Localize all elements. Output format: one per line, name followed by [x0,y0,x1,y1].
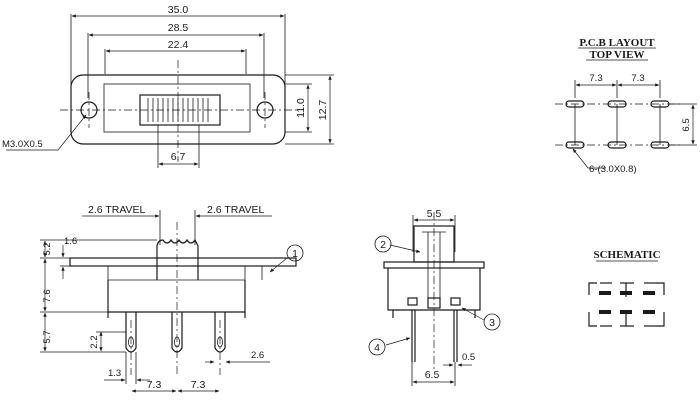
callout-2 [374,235,392,253]
dim-overall-width: 12.7 [317,100,329,121]
top-view: 35.0 28.5 22.4 11.0 12.7 6.7 [2,4,334,168]
dim-slot-length: 22.4 [168,39,189,51]
dim-side-pitch-left: 7.3 [147,379,162,391]
pcb-pad [607,100,627,108]
schematic-contact [599,310,611,314]
schematic: SCHEMATIC [588,249,665,327]
side-body [107,280,246,313]
schematic-contact [599,291,611,295]
label-travel-left: 2.6 TRAVEL [88,204,146,216]
dim-side-plate-thickness: 1.6 [64,236,77,247]
dim-side-body-height: 7.6 [42,289,53,302]
end-contact-right [450,297,461,306]
label-mount-thread: M3.0X0.5 [2,139,43,150]
dim-side-pitch-right: 7.3 [191,379,206,391]
dim-overall-length: 35.0 [168,4,189,16]
callout-4 [368,338,386,356]
pcb-pad [607,141,627,149]
dim-body-width: 11.0 [295,98,307,118]
end-view: 5.5 2 3 4 6.5 [368,208,501,386]
end-contact-left [407,297,418,306]
side-knob [156,238,199,280]
pcb-layout: P.C.B LAYOUT TOP VIEW 7.3 7.3 6.5 6-(3.0… [555,37,697,175]
callout-3 [483,313,501,331]
pcb-pad [565,100,585,108]
pcb-layout-subtitle: TOP VIEW [590,49,645,61]
pcb-pad-note: 6-(3.0X0.8) [589,164,637,175]
schematic-title: SCHEMATIC [593,249,660,261]
dim-side-pin-width: 1.3 [108,368,121,379]
dim-pcb-pitch-left: 7.3 [589,73,602,84]
dim-side-pin-length: 5.7 [42,330,53,343]
dim-end-pin-spacing: 6.5 [425,369,440,381]
pcb-layout-title: P.C.B LAYOUT [579,37,655,49]
dim-knob-width: 6.7 [171,151,186,163]
dim-end-pin-thickness: 0.5 [462,352,475,363]
callout-4-label: 4 [374,342,380,354]
label-travel-right: 2.6 TRAVEL [207,204,265,216]
pcb-pad [565,141,585,149]
side-view: 2.6 TRAVEL 2.6 TRAVEL 5.2 1.6 [40,204,304,393]
dim-pcb-row-spacing: 6.5 [681,118,692,131]
schematic-contact [643,310,655,314]
schematic-contact [643,291,655,295]
callout-2-label: 2 [380,239,386,251]
callout-3-label: 3 [489,317,495,329]
schematic-contact [620,291,632,295]
schematic-contact [620,310,632,314]
dim-side-tab-width: 2.6 [251,350,264,361]
callout-1 [286,244,304,262]
dim-side-knob-height: 5.2 [42,242,53,255]
dim-hole-spacing: 28.5 [168,22,189,34]
callout-1-label: 1 [292,248,298,260]
side-mounting-plate [69,257,297,267]
dim-side-pin-tip: 2.2 [89,335,100,348]
dim-pcb-pitch-right: 7.3 [631,73,644,84]
